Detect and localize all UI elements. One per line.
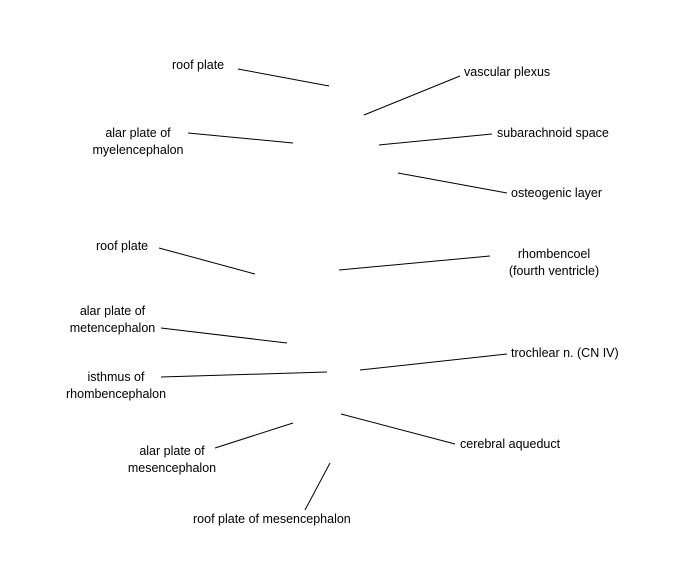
label-line-2: myelencephalon bbox=[92, 143, 184, 157]
label-trochlear-nerve: trochlear n. (CN IV) bbox=[511, 346, 619, 360]
label-line-2: mesencephalon bbox=[127, 461, 217, 475]
leader-cerebral-aqueduct bbox=[340, 413, 456, 445]
leader-alar-plate-metencephalon bbox=[160, 327, 288, 344]
label-osteogenic-layer: osteogenic layer bbox=[511, 186, 603, 200]
leader-osteogenic-layer bbox=[397, 172, 508, 194]
leader-alar-plate-mesencephalon bbox=[214, 422, 294, 449]
label-alar-plate-mesencephalon: alar plate of mesencephalon bbox=[122, 443, 222, 477]
label-cerebral-aqueduct: cerebral aqueduct bbox=[460, 437, 561, 451]
label-rhombencoel: rhombencoel (fourth ventricle) bbox=[495, 246, 613, 280]
label-alar-plate-myelencephalon: alar plate of myelencephalon bbox=[88, 125, 188, 159]
leader-subarachnoid-space bbox=[378, 133, 493, 146]
label-roof-plate-top: roof plate bbox=[172, 58, 225, 72]
leader-alar-plate-myelencephalon bbox=[187, 132, 294, 144]
leader-isthmus bbox=[160, 371, 328, 378]
label-isthmus-rhombencephalon: isthmus of rhombencephalon bbox=[66, 369, 166, 403]
leader-rhombencoel bbox=[338, 255, 491, 271]
leader-vascular-plexus bbox=[363, 75, 461, 116]
label-alar-plate-metencephalon: alar plate of metencephalon bbox=[65, 303, 160, 337]
label-line-2: metencephalon bbox=[69, 321, 156, 335]
label-subarachnoid-space: subarachnoid space bbox=[497, 126, 609, 140]
label-line-1: alar plate of bbox=[79, 304, 146, 318]
label-line-2: (fourth ventricle) bbox=[508, 264, 600, 278]
label-line-2: rhombencephalon bbox=[66, 387, 167, 401]
label-roof-plate-mesencephalon: roof plate of mesencephalon bbox=[193, 512, 351, 526]
label-vascular-plexus: vascular plexus bbox=[464, 65, 551, 79]
leader-roof-plate-mesencephalon bbox=[304, 462, 331, 511]
label-roof-plate-mid: roof plate bbox=[96, 239, 149, 253]
leader-trochlear-nerve bbox=[359, 353, 508, 371]
leader-roof-plate-mid bbox=[158, 247, 256, 275]
leader-roof-plate-top bbox=[237, 68, 330, 87]
label-line-1: alar plate of bbox=[105, 126, 171, 140]
label-line-1: rhombencoel bbox=[517, 247, 591, 261]
label-line-1: isthmus of bbox=[87, 370, 145, 384]
label-line-1: alar plate of bbox=[139, 444, 205, 458]
